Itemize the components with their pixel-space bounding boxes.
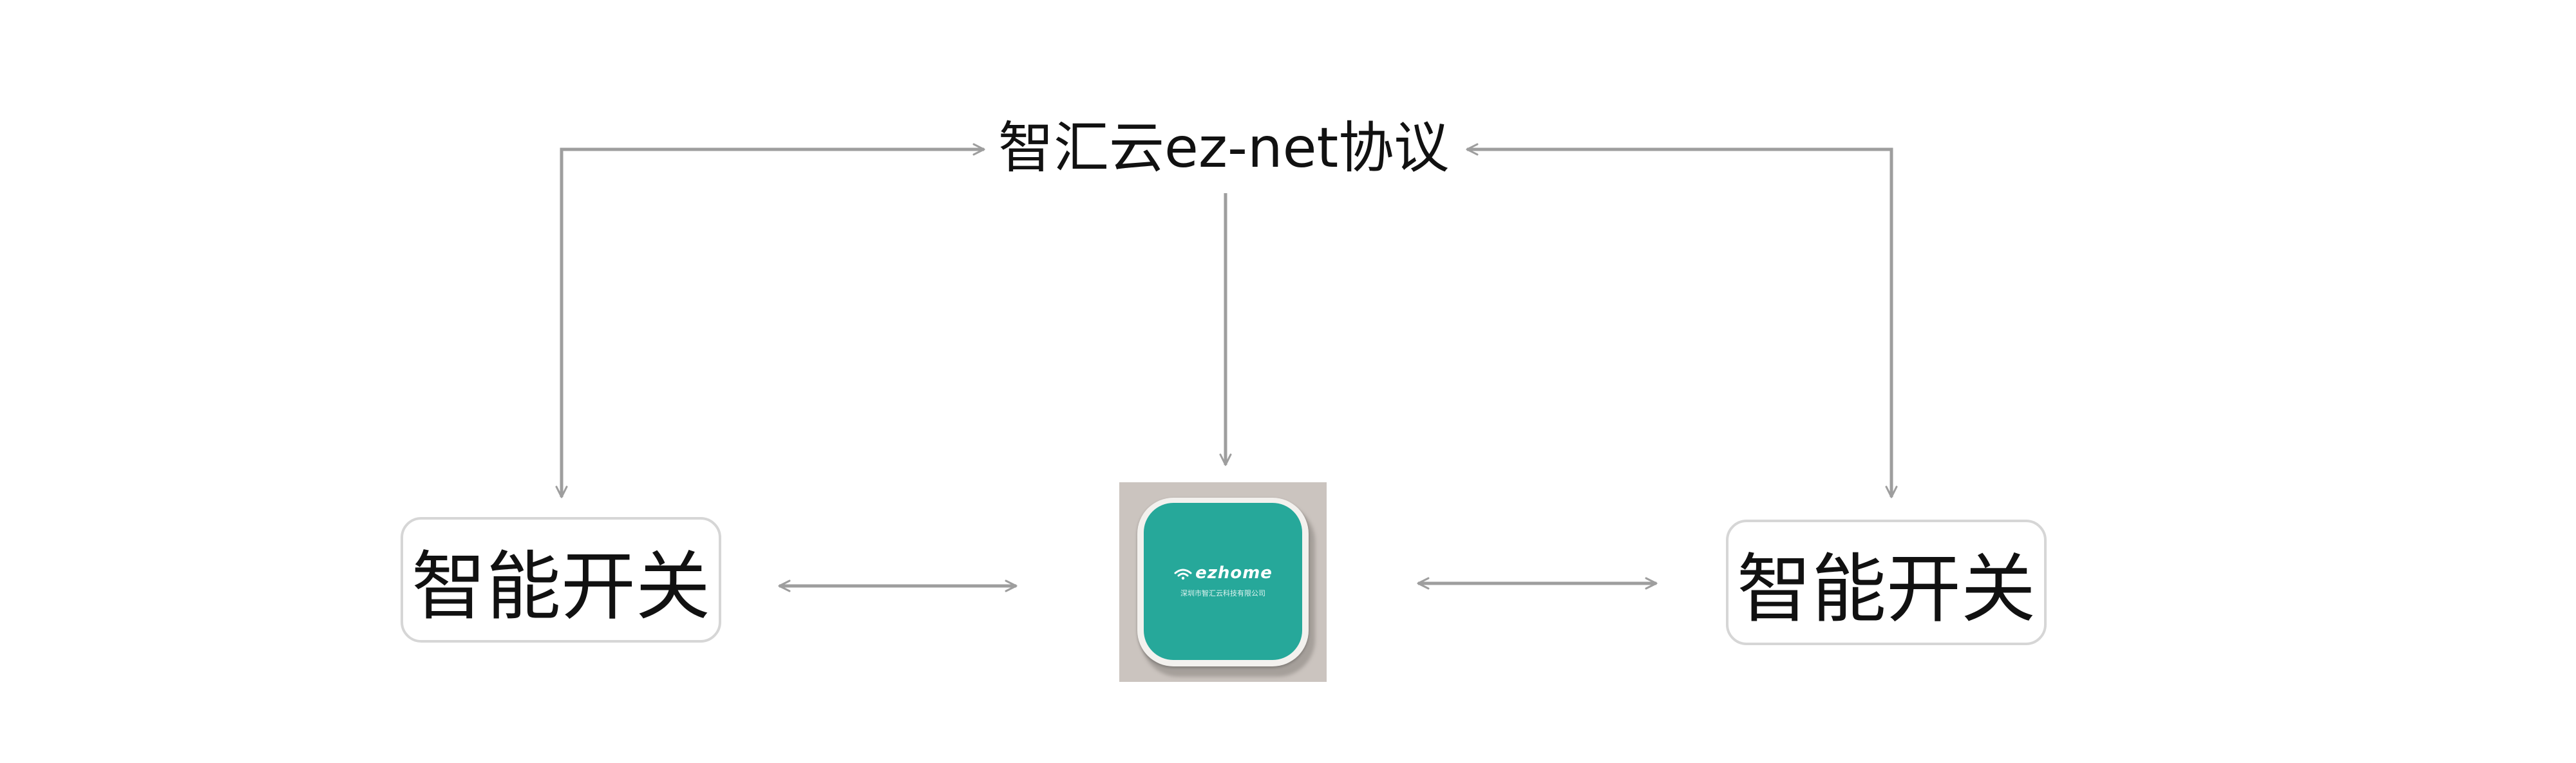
protocol-label: 智汇云ez-net协议 [998,116,1450,180]
left-smart-switch: 智能开关 [401,517,721,643]
gateway-hub-image: ezhome 深圳市智汇云科技有限公司 [1119,482,1327,682]
hub-device: ezhome 深圳市智汇云科技有限公司 [1137,498,1309,666]
right-smart-switch-label: 智能开关 [1737,545,2036,633]
arrow-protocol-to-right-switch [1466,143,1898,498]
left-smart-switch-label: 智能开关 [412,543,710,630]
hub-company: 深圳市智汇云科技有限公司 [1180,589,1265,598]
wifi-icon [1174,569,1192,579]
arrow-protocol-to-left-switch [555,143,985,498]
hub-brand: ezhome [1195,563,1273,583]
hub-logo: ezhome [1144,563,1302,583]
hub-face: ezhome 深圳市智汇云科技有限公司 [1144,503,1302,660]
right-smart-switch: 智能开关 [1726,520,2047,645]
